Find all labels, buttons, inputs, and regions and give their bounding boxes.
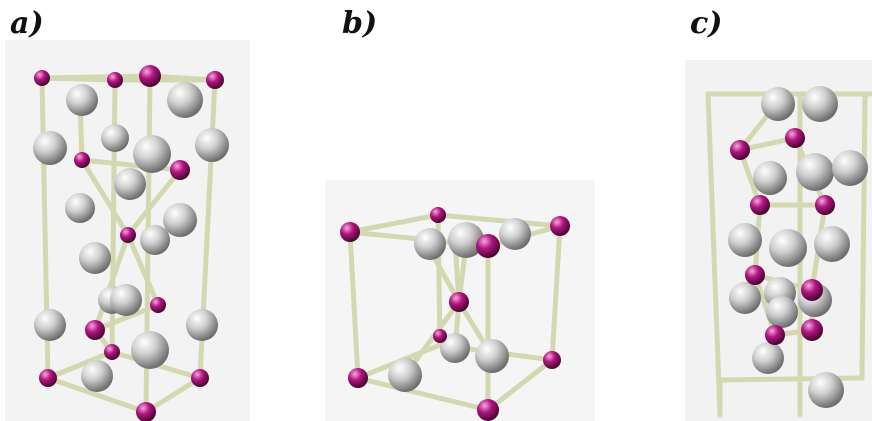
structure-c bbox=[685, 60, 872, 421]
panel-label-b: b) bbox=[342, 6, 378, 41]
structure-c-large-atoms bbox=[728, 86, 868, 408]
structure-a-bonds bbox=[39, 73, 218, 415]
panel-label-c: c) bbox=[690, 6, 723, 41]
structure-a bbox=[5, 40, 250, 421]
structure-b bbox=[325, 180, 595, 421]
structure-c-small-atoms bbox=[730, 128, 835, 345]
structure-a-large-atoms bbox=[33, 82, 229, 392]
structure-b-small-atoms bbox=[340, 207, 570, 421]
panel-label-a: a) bbox=[10, 6, 44, 41]
structure-b-large-atoms bbox=[388, 218, 531, 392]
structure-a-small-atoms bbox=[34, 65, 224, 421]
